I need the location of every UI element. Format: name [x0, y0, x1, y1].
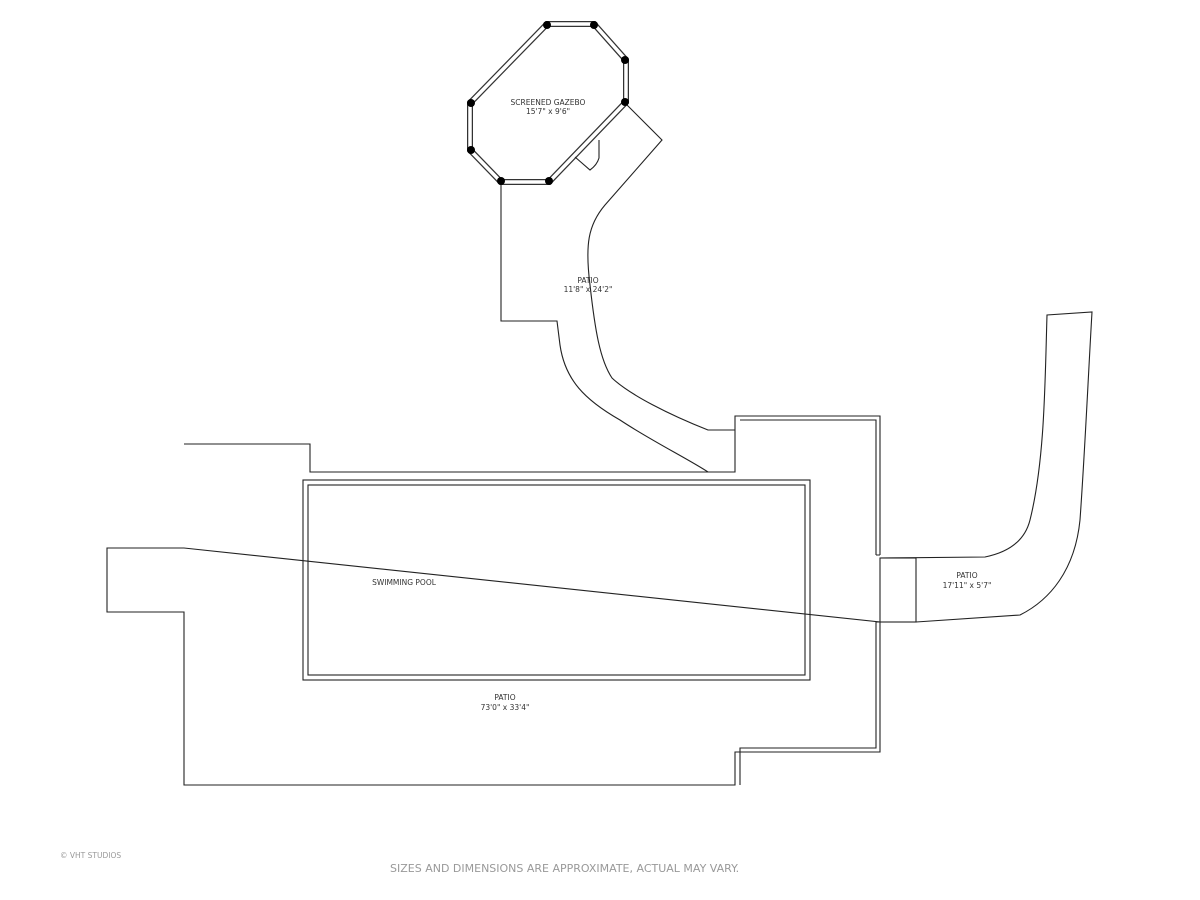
- copyright: © VHT STUDIOS: [60, 851, 121, 860]
- side-patio-step: [879, 557, 917, 623]
- disclaimer: SIZES AND DIMENSIONS ARE APPROXIMATE, AC…: [390, 862, 739, 875]
- side-patio-size: 17'11" x 5'7": [943, 581, 992, 590]
- gazebo-patio-size: 11'8" x 24'2": [564, 285, 613, 294]
- main-patio-inner-edge: [739, 419, 877, 785]
- patio-joint: [876, 554, 880, 623]
- gazebo-patio-outline-2: [587, 103, 735, 431]
- side-patio-outline: [879, 311, 1093, 623]
- gazebo-patio-label: PATIO: [577, 276, 598, 285]
- gazebo-label: SCREENED GAZEBO: [511, 98, 586, 107]
- gazebo: [467, 21, 629, 185]
- main-patio-size: 73'0" x 33'4": [481, 703, 530, 712]
- gazebo-size: 15'7" x 9'6": [526, 107, 570, 116]
- gazebo-patio-outline: [500, 182, 709, 473]
- pool-outer: [302, 479, 811, 681]
- main-patio-outline: [106, 415, 881, 786]
- pool-inner: [307, 484, 806, 676]
- door-swing: [574, 140, 600, 171]
- main-patio-label: PATIO: [494, 693, 515, 702]
- side-patio-label: PATIO: [956, 571, 977, 580]
- pool-label: SWIMMING POOL: [372, 578, 437, 587]
